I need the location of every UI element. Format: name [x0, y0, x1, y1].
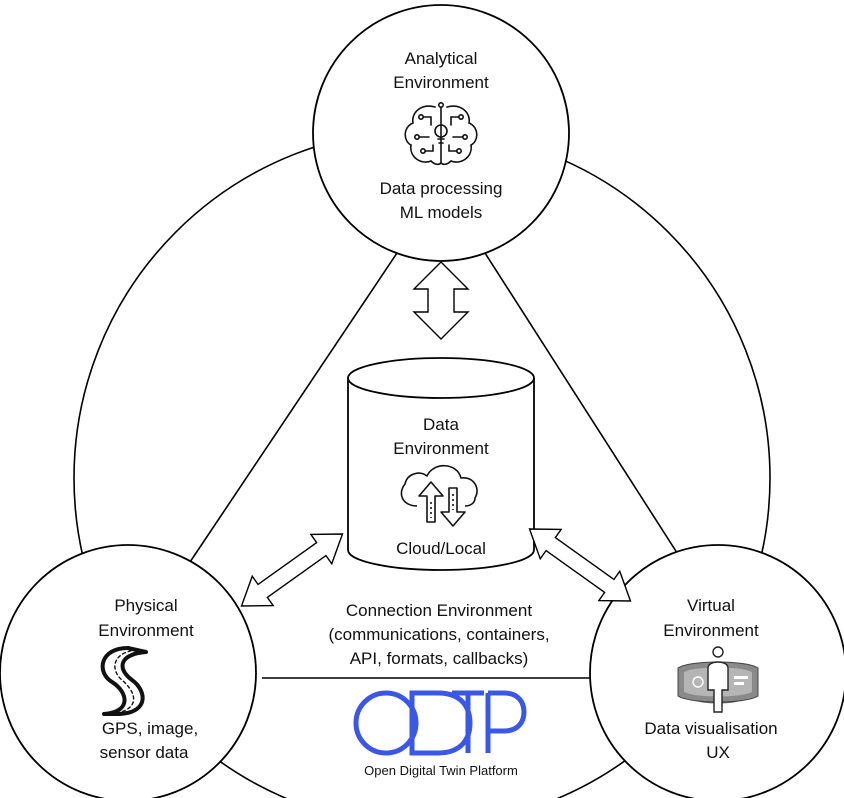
- odtp-logo: [353, 690, 527, 756]
- odtp-name: Open Digital Twin Platform: [364, 763, 518, 778]
- physical-title-line1: Physical: [114, 596, 177, 615]
- virtual-desc-line1: Data visualisation: [644, 719, 777, 738]
- data-title-line2: Environment: [393, 439, 489, 458]
- right-double-arrow: [528, 528, 632, 602]
- ai-brain-circuit-icon: [404, 101, 478, 166]
- road-icon: [100, 646, 148, 716]
- data-title-line1: Data: [423, 415, 459, 434]
- analytical-title-line1: Analytical: [405, 49, 478, 68]
- vertical-double-arrow: [412, 261, 470, 340]
- left-double-arrow: [240, 533, 344, 607]
- virtual-desc-line2: UX: [706, 743, 730, 762]
- vr-user-icon: [677, 646, 759, 713]
- connection-line2: (communications, containers,: [328, 625, 549, 644]
- virtual-title-line1: Virtual: [687, 596, 735, 615]
- physical-circle: [0, 544, 257, 798]
- physical-desc-line1: GPS, image,: [102, 719, 198, 738]
- triangle-edge-right: [484, 252, 698, 585]
- connection-line1: Connection Environment: [346, 601, 532, 620]
- analytical-desc-line1: Data processing: [380, 179, 503, 198]
- analytical-title-line2: Environment: [393, 73, 489, 92]
- connection-line3: API, formats, callbacks): [350, 649, 529, 668]
- virtual-title-line2: Environment: [663, 621, 759, 640]
- physical-desc-line2: sensor data: [100, 743, 189, 762]
- triangle-edge-left: [187, 252, 398, 566]
- data-desc: Cloud/Local: [396, 539, 486, 558]
- physical-title-line2: Environment: [98, 621, 194, 640]
- analytical-desc-line2: ML models: [400, 203, 483, 222]
- cloud-sync-icon: [400, 464, 478, 527]
